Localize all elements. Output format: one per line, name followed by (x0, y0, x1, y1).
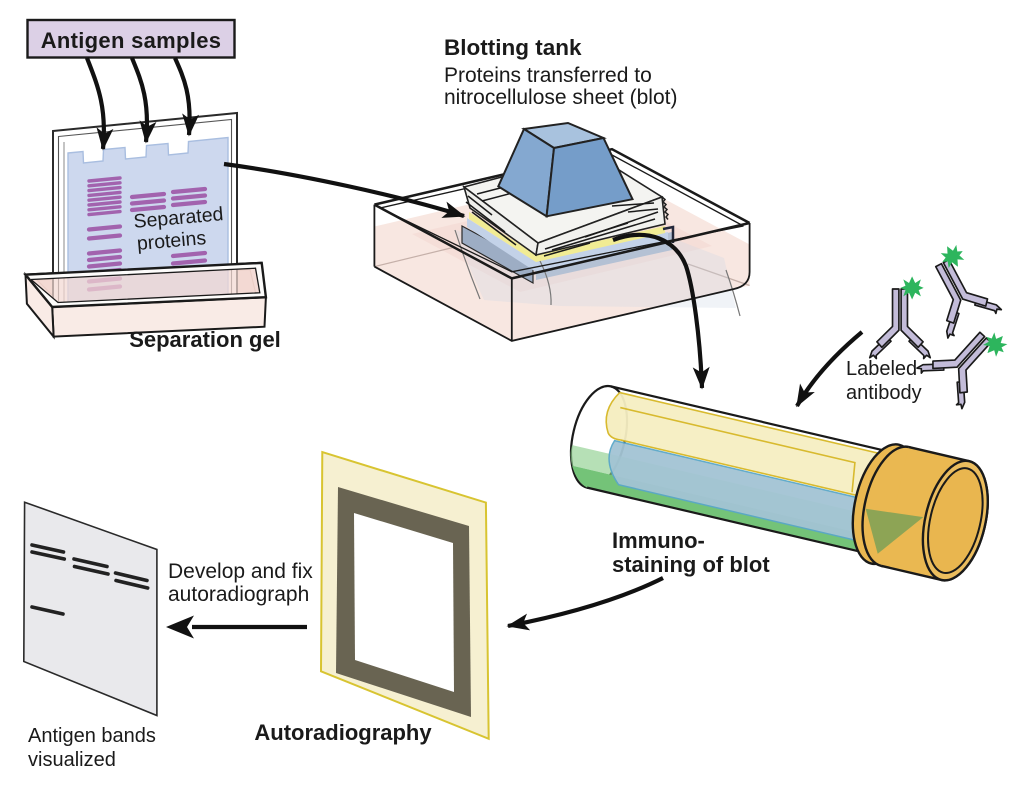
svg-text:Proteins transferred to: Proteins transferred to (444, 64, 652, 87)
svg-text:Separation gel: Separation gel (129, 327, 281, 352)
svg-text:autoradiograph: autoradiograph (168, 583, 309, 606)
svg-text:Develop and fix: Develop and fix (168, 560, 313, 583)
svg-text:nitrocellulose sheet (blot): nitrocellulose sheet (blot) (444, 86, 677, 109)
svg-text:visualized: visualized (28, 749, 116, 771)
svg-text:antibody: antibody (846, 382, 922, 404)
svg-text:Blotting tank: Blotting tank (444, 35, 582, 60)
svg-text:Autoradiography: Autoradiography (254, 720, 432, 745)
svg-text:Antigen bands: Antigen bands (28, 725, 156, 747)
svg-text:Antigen samples: Antigen samples (41, 28, 222, 53)
svg-text:Labeled: Labeled (846, 358, 917, 380)
svg-text:staining of blot: staining of blot (612, 552, 770, 577)
svg-text:Immuno-: Immuno- (612, 528, 705, 553)
